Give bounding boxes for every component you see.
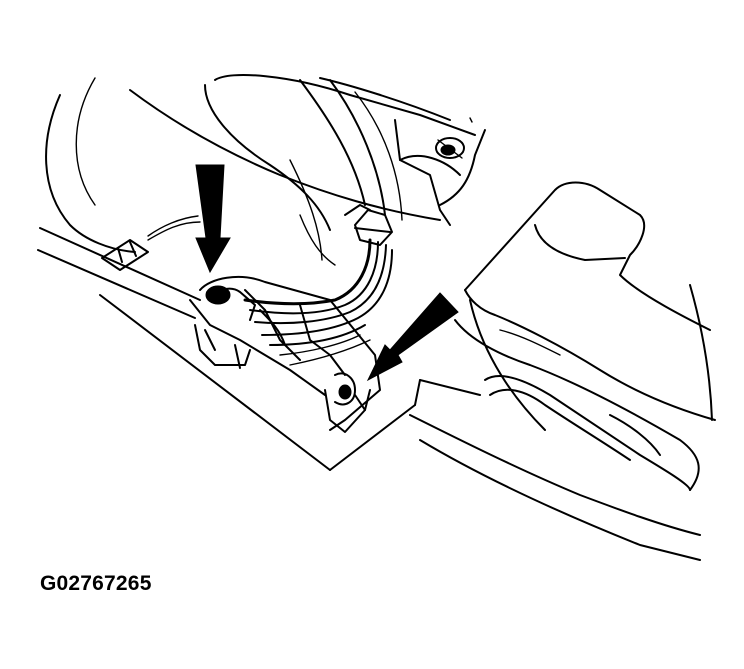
arrow-right [366, 292, 459, 382]
floor-rails [37, 227, 421, 471]
harness-clip [101, 215, 201, 271]
console-tunnel [129, 74, 486, 266]
arrow-left [195, 164, 231, 274]
left-panel [45, 77, 136, 253]
wire-harness [243, 204, 393, 366]
figure-code: G02767265 [40, 572, 152, 595]
floor-right [409, 284, 713, 561]
grommet [435, 117, 473, 159]
seat-bracket [454, 181, 716, 491]
